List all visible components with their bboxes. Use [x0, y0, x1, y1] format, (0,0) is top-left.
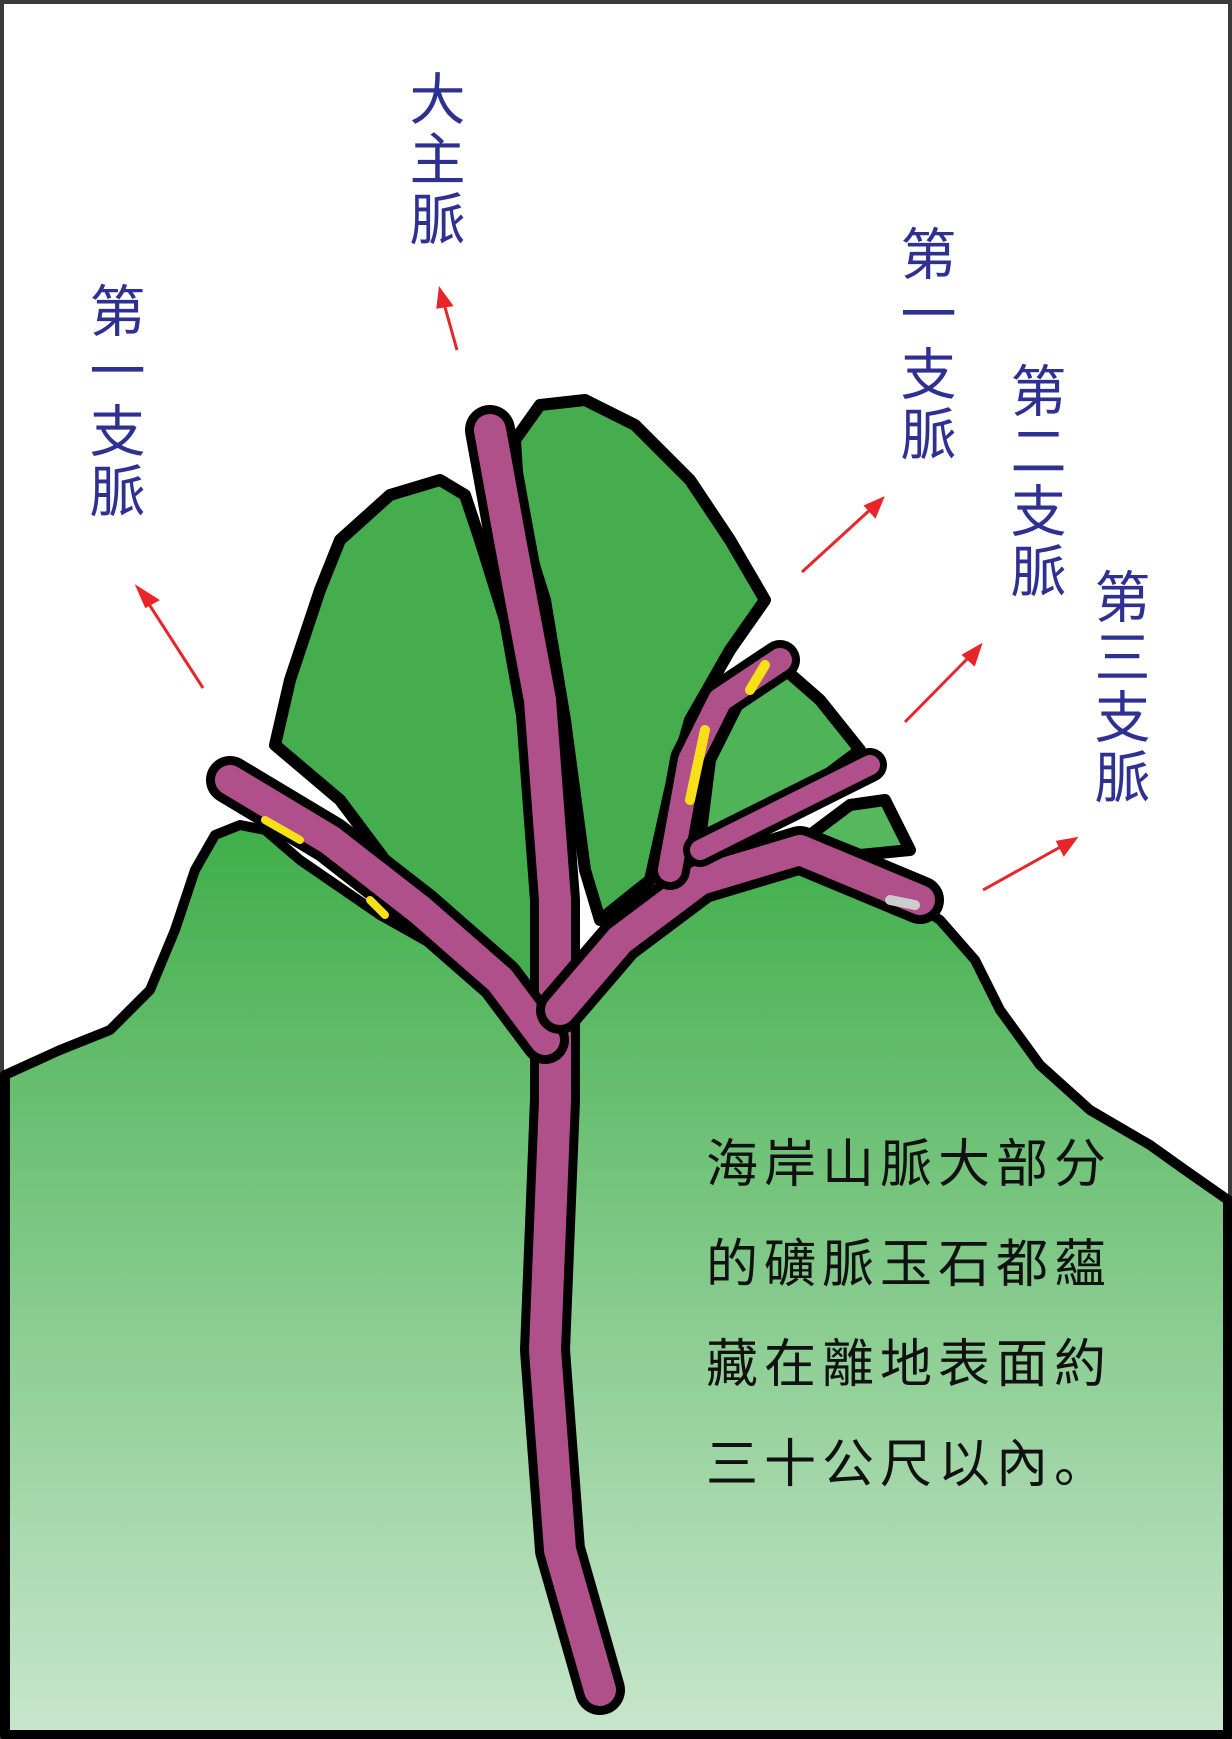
label-main-vein: 大主脈: [400, 70, 465, 250]
arrow-third-branch: [982, 843, 1065, 892]
caption-line: 的礦脈玉石都蘊: [706, 1235, 1113, 1295]
arrow-second-branch: [903, 654, 972, 724]
label-second-branch: 第二支脈: [1001, 362, 1066, 602]
arrow-first-branch-right: [800, 506, 874, 574]
caption-line: 海岸山脈大部分: [706, 1135, 1113, 1195]
arrows: [134, 286, 1079, 892]
label-first-branch-left: 第一支脈: [80, 282, 145, 522]
label-third-branch: 第三支脈: [1085, 568, 1150, 808]
veins: [206, 405, 944, 1715]
label-first-branch-right: 第一支脈: [891, 225, 956, 465]
caption-line: 三十公尺以內。: [706, 1435, 1113, 1495]
caption: 海岸山脈大部分 的礦脈玉石都蘊 藏在離地表面約 三十公尺以內。: [706, 1115, 1112, 1515]
arrow-main-vein: [441, 299, 459, 351]
arrow-first-branch-left: [143, 597, 205, 689]
caption-line: 藏在離地表面約: [706, 1335, 1113, 1395]
